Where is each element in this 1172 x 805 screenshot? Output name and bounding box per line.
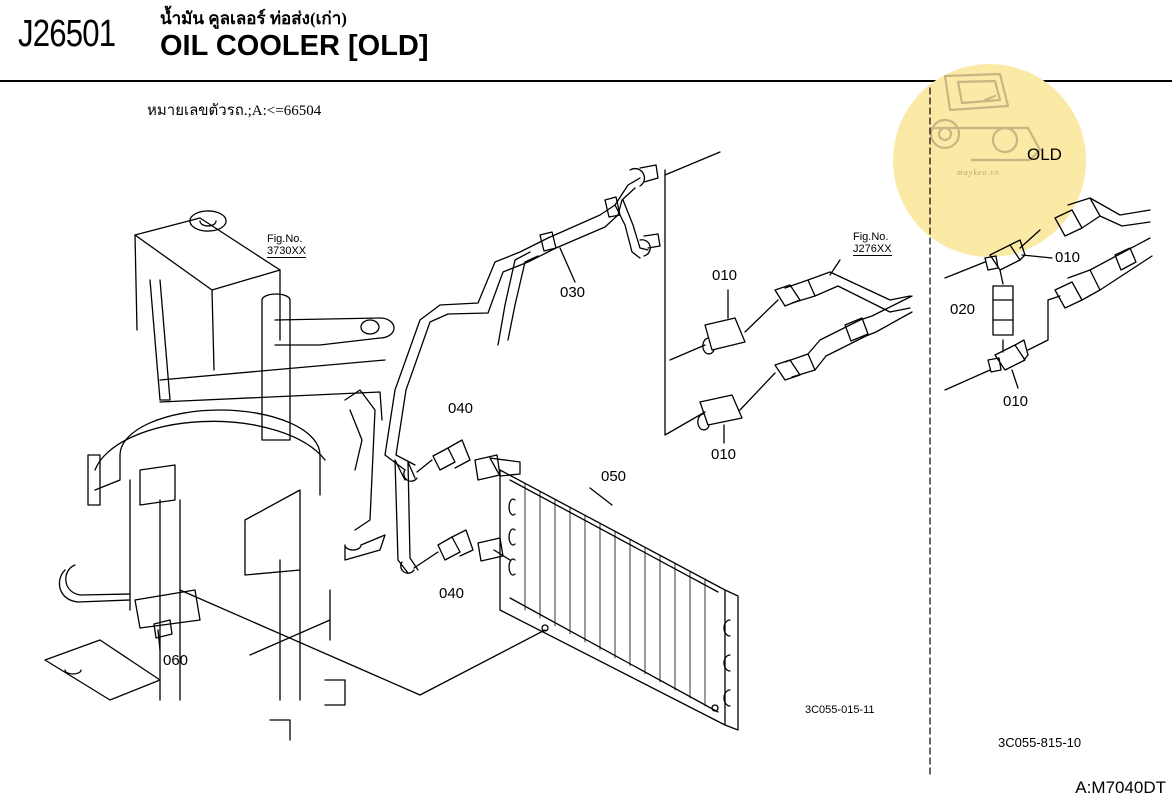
- title-english: OIL COOLER [OLD]: [160, 30, 429, 62]
- title-thai: น้ำมัน คูลเลอร์ ท่อส่ง(เก่า): [160, 9, 347, 28]
- drawing-code-main: 3C055-015-11: [805, 704, 875, 716]
- fig-ref-right[interactable]: Fig.No. J276XX: [853, 231, 892, 256]
- fig-ref-left-label: Fig.No.: [267, 233, 303, 245]
- callout-050[interactable]: 050: [601, 468, 627, 485]
- callout-040-upper[interactable]: 040: [448, 400, 474, 417]
- model-code: A:M7040DT: [1075, 778, 1166, 797]
- callout-010-inset-upper[interactable]: 010: [1055, 249, 1081, 266]
- watermark-site: maykeo.vn: [957, 168, 1000, 177]
- callout-030[interactable]: 030: [560, 284, 586, 301]
- header-rule: [0, 80, 1172, 82]
- part-code: J26501: [18, 13, 116, 55]
- fig-ref-left-number[interactable]: 3730XX: [267, 245, 307, 258]
- fig-ref-right-number[interactable]: J276XX: [853, 243, 892, 256]
- callout-040-lower[interactable]: 040: [439, 585, 465, 602]
- callout-010-upper[interactable]: 010: [712, 267, 738, 284]
- drawing-code-inset: 3C055-815-10: [998, 735, 1082, 750]
- callout-010-lower[interactable]: 010: [711, 446, 737, 463]
- callout-060[interactable]: 060: [163, 652, 189, 669]
- fig-ref-right-label: Fig.No.: [853, 231, 889, 243]
- old-badge-label: OLD: [1027, 145, 1062, 164]
- callout-010-inset-lower[interactable]: 010: [1003, 393, 1029, 410]
- callout-020-inset[interactable]: 020: [950, 301, 976, 318]
- fig-ref-left[interactable]: Fig.No. 3730XX: [267, 233, 307, 258]
- tractor-icon: [929, 72, 1042, 162]
- serial-range-note: หมายเลขตัวรถ.;A:<=66504: [147, 103, 322, 119]
